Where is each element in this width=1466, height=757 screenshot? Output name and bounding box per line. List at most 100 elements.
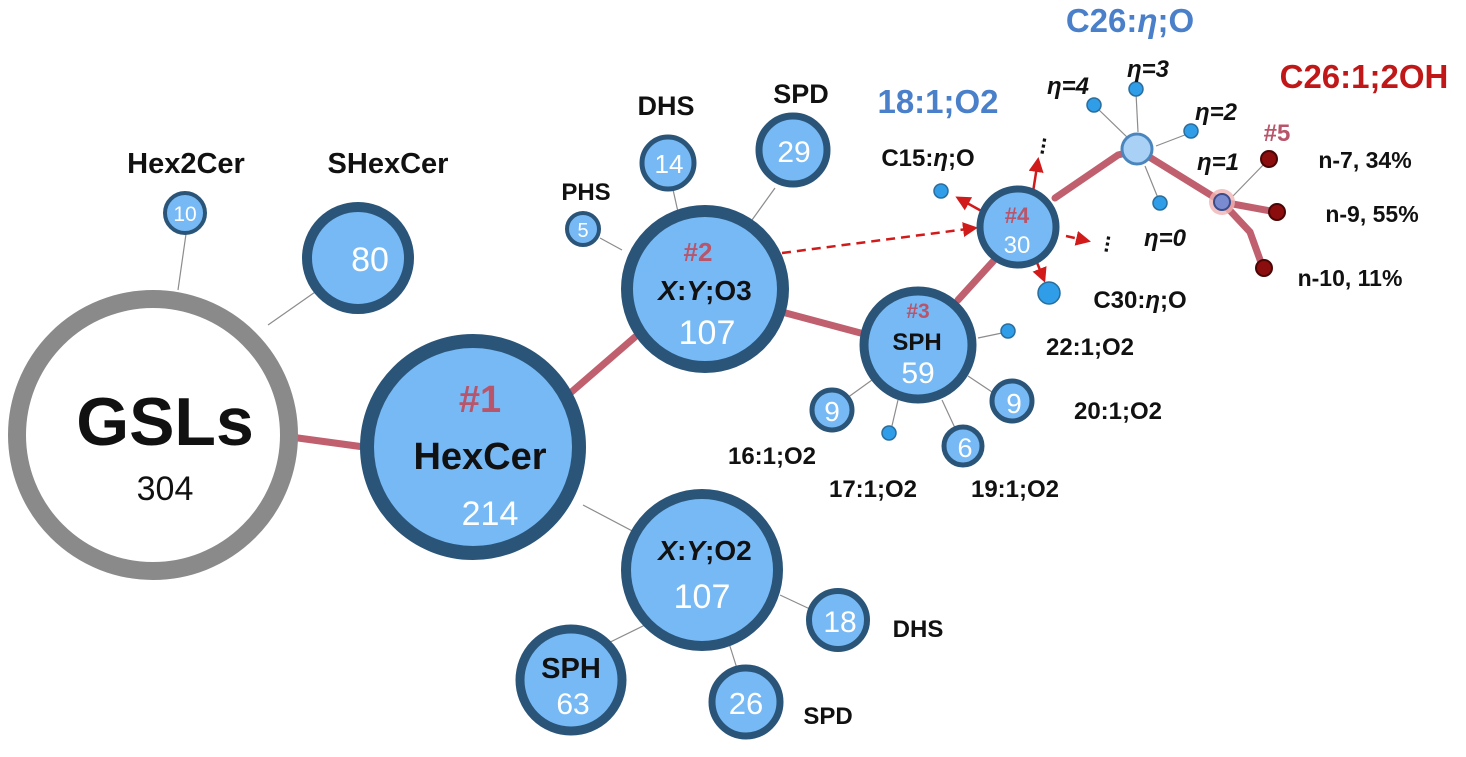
dhs-top-circle xyxy=(639,134,697,192)
o3-label-x: X xyxy=(656,275,679,306)
eta4-label: η=4 xyxy=(1047,73,1089,100)
phs-label: PHS xyxy=(561,179,610,206)
gsls-label: GSLs xyxy=(76,384,254,460)
n16-label: 16:1;O2 xyxy=(728,443,816,470)
n16-circle xyxy=(809,387,855,433)
node-dhs-bottom: 18 DHS xyxy=(806,588,944,652)
phs-value: 5 xyxy=(577,220,588,242)
main-path-edges xyxy=(294,146,1280,451)
eta0-label: η=0 xyxy=(1144,225,1187,252)
edge-sph-n16 xyxy=(846,379,873,399)
n19-circle xyxy=(941,424,985,468)
n4-circle xyxy=(976,185,1060,269)
edge-c26-eta4 xyxy=(1095,106,1131,141)
shexcer-value: 80 xyxy=(351,241,389,279)
edge-o2-dhs xyxy=(779,594,813,611)
eta2-dot xyxy=(1183,123,1199,139)
n22-label: 22:1;O2 xyxy=(1046,334,1134,361)
n17-dot xyxy=(881,425,897,441)
isomer-n7-label: n-7, 34% xyxy=(1318,147,1411,173)
n19-value: 6 xyxy=(957,433,972,463)
c30-label-prefix: C30: xyxy=(1093,287,1145,314)
eta3-label: η=3 xyxy=(1127,56,1170,83)
node-o2: X:Y;O2 107 xyxy=(621,489,783,651)
c15-label-prefix: C15: xyxy=(881,145,933,172)
isomer-n9-label: n-9, 55% xyxy=(1325,201,1418,227)
sph-bottom-circle xyxy=(515,624,627,736)
o2-label-y: Y xyxy=(686,535,707,566)
c15-label-eta: η xyxy=(933,145,948,172)
node-shexcer: 80 SHexCer xyxy=(302,148,449,314)
n17-label: 17:1;O2 xyxy=(829,476,917,503)
eta1-label: η=1 xyxy=(1197,149,1239,176)
eta3-dot xyxy=(1128,81,1144,97)
edge-c26-eta3 xyxy=(1135,92,1139,133)
edge-hexcer-o3 xyxy=(564,333,639,399)
o2-circle xyxy=(621,489,783,651)
dhs-top-value: 14 xyxy=(655,149,684,179)
n4-index: #4 xyxy=(1005,203,1030,228)
dhs-bottom-label: DHS xyxy=(893,616,944,643)
arrow-n4-up xyxy=(1028,157,1044,193)
dashed-arrow-o3-to-n4 xyxy=(781,222,978,255)
isomer-n7-dot xyxy=(1260,150,1278,168)
node-c30: C30:η;O xyxy=(1037,281,1187,314)
n20-label: 20:1;O2 xyxy=(1074,398,1162,425)
hexcer-index: #1 xyxy=(459,379,501,421)
node-17-1-o2: 17:1;O2 xyxy=(829,425,917,503)
o2-label: X:Y;O2 xyxy=(656,535,751,566)
sph3-value: 59 xyxy=(901,357,934,390)
sph3-index: #3 xyxy=(906,300,929,323)
n22-dot xyxy=(1000,323,1016,339)
o2-label-x: X xyxy=(656,535,679,566)
edge-sph-n20 xyxy=(967,375,993,393)
hex2cer-circle xyxy=(163,191,207,235)
spd-top-value: 29 xyxy=(777,136,810,169)
n5-dot xyxy=(1213,193,1231,211)
o2-label-suffix: ;O2 xyxy=(705,535,752,566)
c26-title-eta: η xyxy=(1137,2,1157,39)
sph3-label: SPH xyxy=(892,329,941,356)
n5-index: #5 xyxy=(1264,120,1291,147)
o2-value: 107 xyxy=(674,578,731,616)
hexcer-circle xyxy=(360,334,586,560)
ellipsis-up: ... xyxy=(1024,134,1052,156)
node-18-1-o2: #4 30 18:1;O2 xyxy=(877,83,1060,269)
c15-dot xyxy=(933,183,949,199)
c30-label: C30:η;O xyxy=(1093,287,1186,314)
sph-bottom-value: 63 xyxy=(556,688,589,721)
o3-label-y: Y xyxy=(686,275,707,306)
spd-bottom-value: 26 xyxy=(729,686,763,721)
hexcer-value: 214 xyxy=(462,495,519,533)
dhs-top-label: DHS xyxy=(637,91,694,121)
c26-hub-circle xyxy=(1120,132,1154,166)
isomer-n10-dot xyxy=(1255,259,1273,277)
shexcer-label: SHexCer xyxy=(328,148,449,180)
node-19-1-o2: 6 19:1;O2 xyxy=(941,424,1059,503)
ellipsis-right: ... xyxy=(1088,232,1116,254)
gsls-ring xyxy=(8,290,298,580)
eta-nodes: η=4 η=3 η=2 η=0 η=1 xyxy=(1047,56,1239,252)
node-16-1-o2: 9 16:1;O2 xyxy=(728,387,855,470)
edge-sph-n4 xyxy=(954,252,1002,304)
edge-gsls-hexcer xyxy=(294,434,368,451)
node-hex2cer: 10 Hex2Cer xyxy=(127,148,245,235)
node-20-1-o2: 9 20:1;O2 xyxy=(989,378,1162,425)
node-spd-bottom: 26 SPD xyxy=(708,664,853,740)
c15-label-suffix: ;O xyxy=(948,145,975,172)
node-dhs-top: 14 DHS xyxy=(637,91,697,192)
c26-title-prefix: C26: xyxy=(1066,2,1138,39)
c30-dot xyxy=(1037,281,1061,305)
n19-label: 19:1;O2 xyxy=(971,476,1059,503)
o3-label: X:Y;O3 xyxy=(656,275,751,306)
o3-value: 107 xyxy=(679,314,736,352)
node-sph-bottom: SPH 63 xyxy=(515,624,627,736)
o3-label-suffix: ;O3 xyxy=(705,275,752,306)
node-hexcer: #1 HexCer 214 xyxy=(360,334,586,560)
n16-value: 9 xyxy=(824,396,840,427)
node-gsls: GSLs 304 xyxy=(8,290,298,580)
node-c26-1-2oh: #5 C26:1;2OH xyxy=(1209,58,1448,215)
isomer-n9-dot xyxy=(1268,203,1286,221)
n4-title: 18:1;O2 xyxy=(877,83,998,120)
